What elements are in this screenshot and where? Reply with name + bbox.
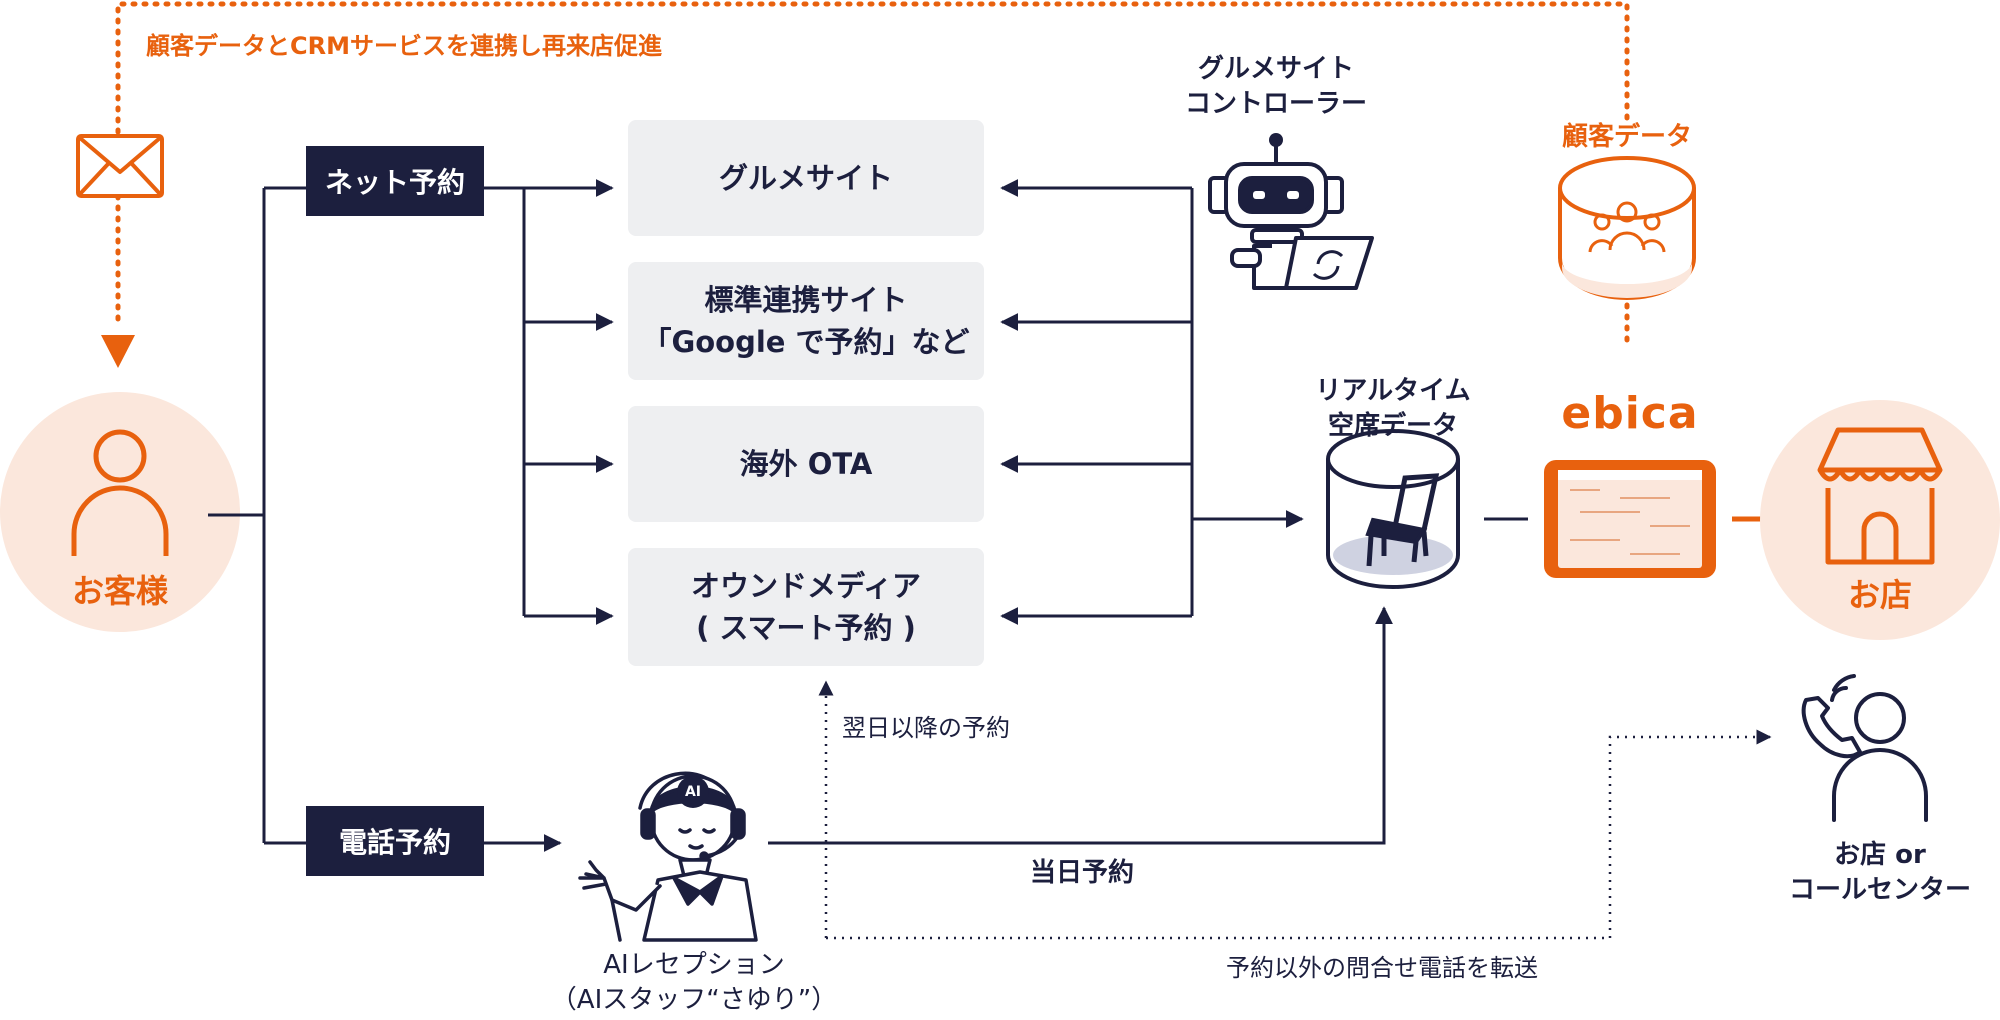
store-icon	[1817, 427, 1943, 565]
channel-label: グルメサイト	[718, 160, 893, 195]
channel-overseas-ota: 海外 OTA	[628, 406, 984, 522]
gourmet-controller-label: グルメサイト コントローラー	[1176, 52, 1376, 122]
channel-label: 標準連携サイト	[704, 282, 908, 317]
ai-badge-text: AI	[684, 784, 702, 800]
person-icon	[71, 429, 169, 556]
channel-sublabel: 「Google で予約」など	[642, 325, 970, 359]
envelope-icon	[76, 134, 164, 198]
channel-sublabel: ( スマート予約 )	[696, 611, 916, 645]
net-reservation-tag: ネット予約	[306, 146, 484, 216]
ebica-logo: ebica	[1561, 388, 1699, 439]
same-day-label: 当日予約	[1030, 858, 1135, 888]
store-circle	[1760, 400, 2000, 640]
call-center-label: お店 or コールセンター	[1770, 838, 1990, 908]
ai-line2: （AIスタッフ“さゆり”）	[550, 985, 838, 1016]
ai-receptionist-illustration	[578, 771, 758, 942]
next-day-label: 翌日以降の予約	[842, 714, 1010, 742]
controller-line2: コントローラー	[1184, 89, 1367, 120]
store-label: お店	[1847, 576, 1912, 614]
customer-data-label: 顧客データ	[1561, 122, 1692, 152]
dotted-connectors	[818, 680, 1772, 940]
forward-call-label: 予約以外の問合せ電話を転送	[1226, 954, 1538, 982]
crm-loop-label: 顧客データとCRMサービスを連携し再来店促進	[146, 32, 662, 60]
crm-loop-arrowhead	[101, 335, 135, 368]
realtime-line1: リアルタイム	[1315, 376, 1471, 406]
channel-label: 海外 OTA	[739, 446, 873, 481]
channel-label: オウンドメディア	[691, 568, 921, 603]
robot-controller-icon	[1208, 133, 1374, 290]
flow-connectors	[208, 179, 1528, 852]
controller-line1: グルメサイト	[1197, 54, 1354, 84]
call-center-line1: お店 or	[1834, 840, 1926, 870]
ai-reception-label: AIレセプション （AIスタッフ“さゆり”）	[544, 948, 844, 1018]
customer-label: お客様	[71, 572, 168, 610]
realtime-seat-data-icon	[1326, 429, 1460, 589]
realtime-line2: 空席データ	[1327, 411, 1458, 442]
customer-data-cylinder-icon	[1558, 156, 1696, 300]
phone-reservation-tag: 電話予約	[306, 806, 484, 876]
ai-badge	[677, 776, 709, 808]
realtime-seat-label: リアルタイム 空席データ	[1298, 374, 1488, 444]
customer-circle	[0, 392, 240, 632]
call-center-icon	[1801, 674, 1928, 822]
channel-standard-linked-site: 標準連携サイト 「Google で予約」など	[628, 262, 984, 380]
call-center-line2: コールセンター	[1788, 875, 1971, 906]
channel-owned-media: オウンドメディア ( スマート予約 )	[628, 548, 984, 666]
ai-line1: AIレセプション	[603, 950, 785, 980]
channel-gourmet-site: グルメサイト	[628, 120, 984, 236]
ebica-tablet-icon	[1544, 460, 1716, 578]
